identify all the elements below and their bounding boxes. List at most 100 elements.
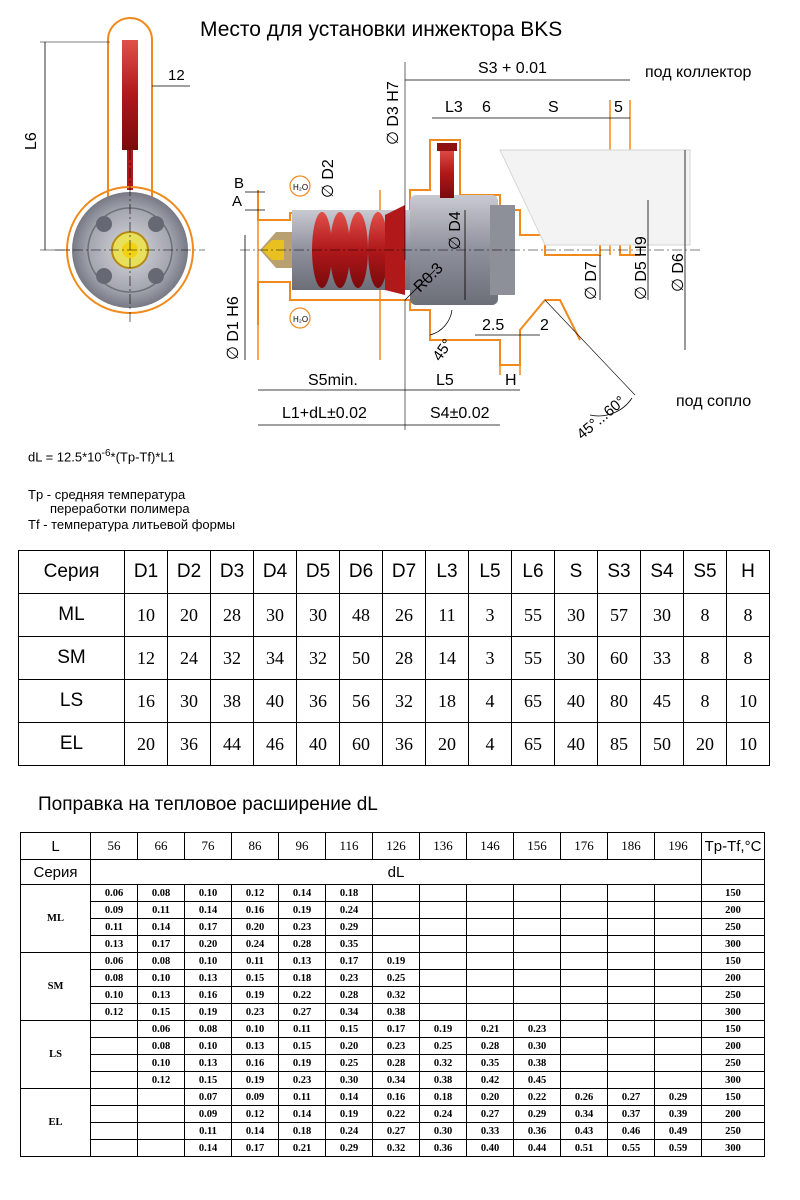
dl-value: 0.13	[90, 935, 138, 953]
table-cell: 32	[382, 679, 426, 723]
dl-value: 0.59	[654, 1139, 702, 1157]
dl-value: 0.19	[184, 1003, 232, 1021]
dl-value	[419, 884, 467, 902]
l-value: 66	[137, 832, 185, 860]
table-cell: 55	[511, 593, 555, 637]
dl-value: 0.17	[231, 1139, 279, 1157]
table-cell: 36	[167, 722, 211, 766]
table-cell: 3	[468, 636, 512, 680]
dl-value	[560, 901, 608, 919]
table-cell: 11	[425, 593, 469, 637]
temp-value: 300	[701, 935, 765, 953]
dl-value: 0.08	[137, 952, 185, 970]
dl-value	[419, 901, 467, 919]
dim-S4: S4±0.02	[430, 405, 490, 422]
dim-L1-dL: L1+dL±0.02	[282, 405, 367, 422]
dl-value: 0.19	[325, 1105, 373, 1123]
dl-value	[137, 1088, 185, 1106]
table-cell: 4	[468, 679, 512, 723]
dl-value: 0.10	[90, 986, 138, 1004]
column-header: S	[554, 550, 598, 594]
dl-value	[513, 952, 561, 970]
l-value: 196	[654, 832, 702, 860]
column-header: D4	[253, 550, 297, 594]
dl-section-title: Поправка на тепловое расширение dL	[38, 794, 378, 815]
dl-value: 0.15	[278, 1037, 326, 1055]
dl-value: 0.06	[90, 884, 138, 902]
injector-installation-drawing: L6 12	[23, 17, 752, 440]
dim-D2: ∅ D2	[320, 159, 337, 198]
dl-value: 0.29	[654, 1088, 702, 1106]
dim-D7: ∅ D7	[583, 261, 600, 300]
dl-value: 0.11	[137, 901, 185, 919]
table-cell: 55	[511, 636, 555, 680]
dl-value	[560, 952, 608, 970]
legend-tp-line2: переработки полимера	[50, 501, 190, 516]
dl-value: 0.24	[325, 1122, 373, 1140]
dl-value: 0.23	[325, 969, 373, 987]
dim-5: 5	[614, 99, 623, 116]
dim-L3: L3	[445, 99, 463, 116]
table-cell: 32	[296, 636, 340, 680]
dl-value: 0.13	[278, 952, 326, 970]
dl-value: 0.18	[325, 884, 373, 902]
dl-value	[90, 1071, 138, 1089]
dl-value	[654, 1054, 702, 1072]
dim-D4: ∅ D4	[447, 211, 464, 250]
dl-value	[607, 1020, 655, 1038]
dl-value: 0.30	[513, 1037, 561, 1055]
dl-value: 0.10	[137, 1054, 185, 1072]
l-value: 176	[560, 832, 608, 860]
dim-D6: ∅ D6	[670, 253, 687, 292]
table-cell: 40	[253, 679, 297, 723]
dl-value: 0.15	[137, 1003, 185, 1021]
dl-value	[419, 935, 467, 953]
dl-value	[466, 884, 514, 902]
dl-value: 0.11	[278, 1020, 326, 1038]
dl-value	[372, 918, 420, 936]
column-header: S5	[683, 550, 727, 594]
temp-header: Tp-Tf,°C	[701, 832, 765, 860]
dl-value: 0.22	[372, 1105, 420, 1123]
dl-value: 0.24	[325, 901, 373, 919]
dim-A: A	[232, 193, 242, 210]
dl-value: 0.11	[184, 1122, 232, 1140]
dl-value: 0.30	[419, 1122, 467, 1140]
dl-value	[607, 935, 655, 953]
dl-value: 0.17	[137, 935, 185, 953]
dl-value: 0.25	[372, 969, 420, 987]
series-name: LS	[20, 1020, 91, 1089]
dl-value	[90, 1054, 138, 1072]
l-value: 146	[466, 832, 514, 860]
legend-tp-line1: Tp - средняя температура	[28, 487, 186, 502]
dim-2-5: 2.5	[482, 317, 504, 334]
dl-value	[654, 1003, 702, 1021]
dl-value: 0.30	[325, 1071, 373, 1089]
dl-value: 0.14	[231, 1122, 279, 1140]
table-cell: 28	[382, 636, 426, 680]
dl-value: 0.42	[466, 1071, 514, 1089]
dl-value	[419, 1003, 467, 1021]
dl-value: 0.23	[513, 1020, 561, 1038]
l-value: 156	[513, 832, 561, 860]
dl-value	[607, 952, 655, 970]
dl-value: 0.16	[372, 1088, 420, 1106]
dl-value: 0.27	[278, 1003, 326, 1021]
table-cell: 8	[726, 636, 770, 680]
dl-value	[607, 1054, 655, 1072]
temp-value: 200	[701, 901, 765, 919]
table-cell: 36	[296, 679, 340, 723]
dl-value	[654, 884, 702, 902]
dl-value: 0.34	[325, 1003, 373, 1021]
temp-value: 250	[701, 1054, 765, 1072]
l-value: 136	[419, 832, 467, 860]
dl-value	[466, 969, 514, 987]
dl-value: 0.34	[560, 1105, 608, 1123]
